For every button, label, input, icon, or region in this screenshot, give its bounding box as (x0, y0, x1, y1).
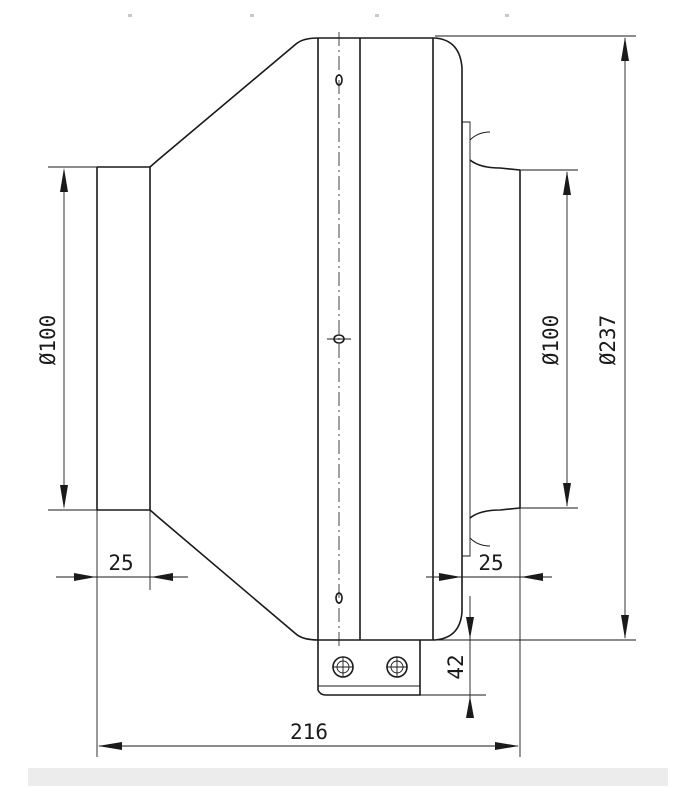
dim-outlet-diameter-label: Ø100 (539, 315, 563, 366)
bracket-bolt-left (332, 656, 354, 678)
dim-bracket-height: 42 (420, 596, 486, 718)
dim-overall-length-label: 216 (290, 720, 328, 744)
inlet-collar (96, 166, 151, 511)
fan-housing (317, 37, 463, 641)
dim-outlet-collar: 25 (426, 508, 552, 590)
scan-artifacts (28, 14, 668, 786)
dim-inlet-diameter-label: Ø100 (36, 315, 60, 366)
dim-inlet-collar: 25 (56, 510, 188, 590)
dim-inlet-collar-label: 25 (108, 551, 133, 575)
dim-outlet-collar-label: 25 (478, 551, 503, 575)
outlet-flange (462, 121, 491, 557)
dim-housing-diameter-label: Ø237 (596, 315, 620, 366)
outlet-collar (469, 159, 521, 519)
dim-bracket-height-label: 42 (444, 654, 468, 679)
mounting-bracket (317, 640, 421, 696)
fan-outline (96, 32, 521, 650)
dim-overall-length: 216 (96, 590, 521, 757)
dim-inlet-diameter: Ø100 (36, 166, 97, 511)
dim-outlet-diameter: Ø100 (520, 169, 578, 509)
bracket-bolt-right (386, 656, 408, 678)
dim-housing-diameter: Ø237 (435, 35, 636, 641)
flange-holes (327, 74, 351, 604)
inlet-cone (149, 37, 319, 641)
